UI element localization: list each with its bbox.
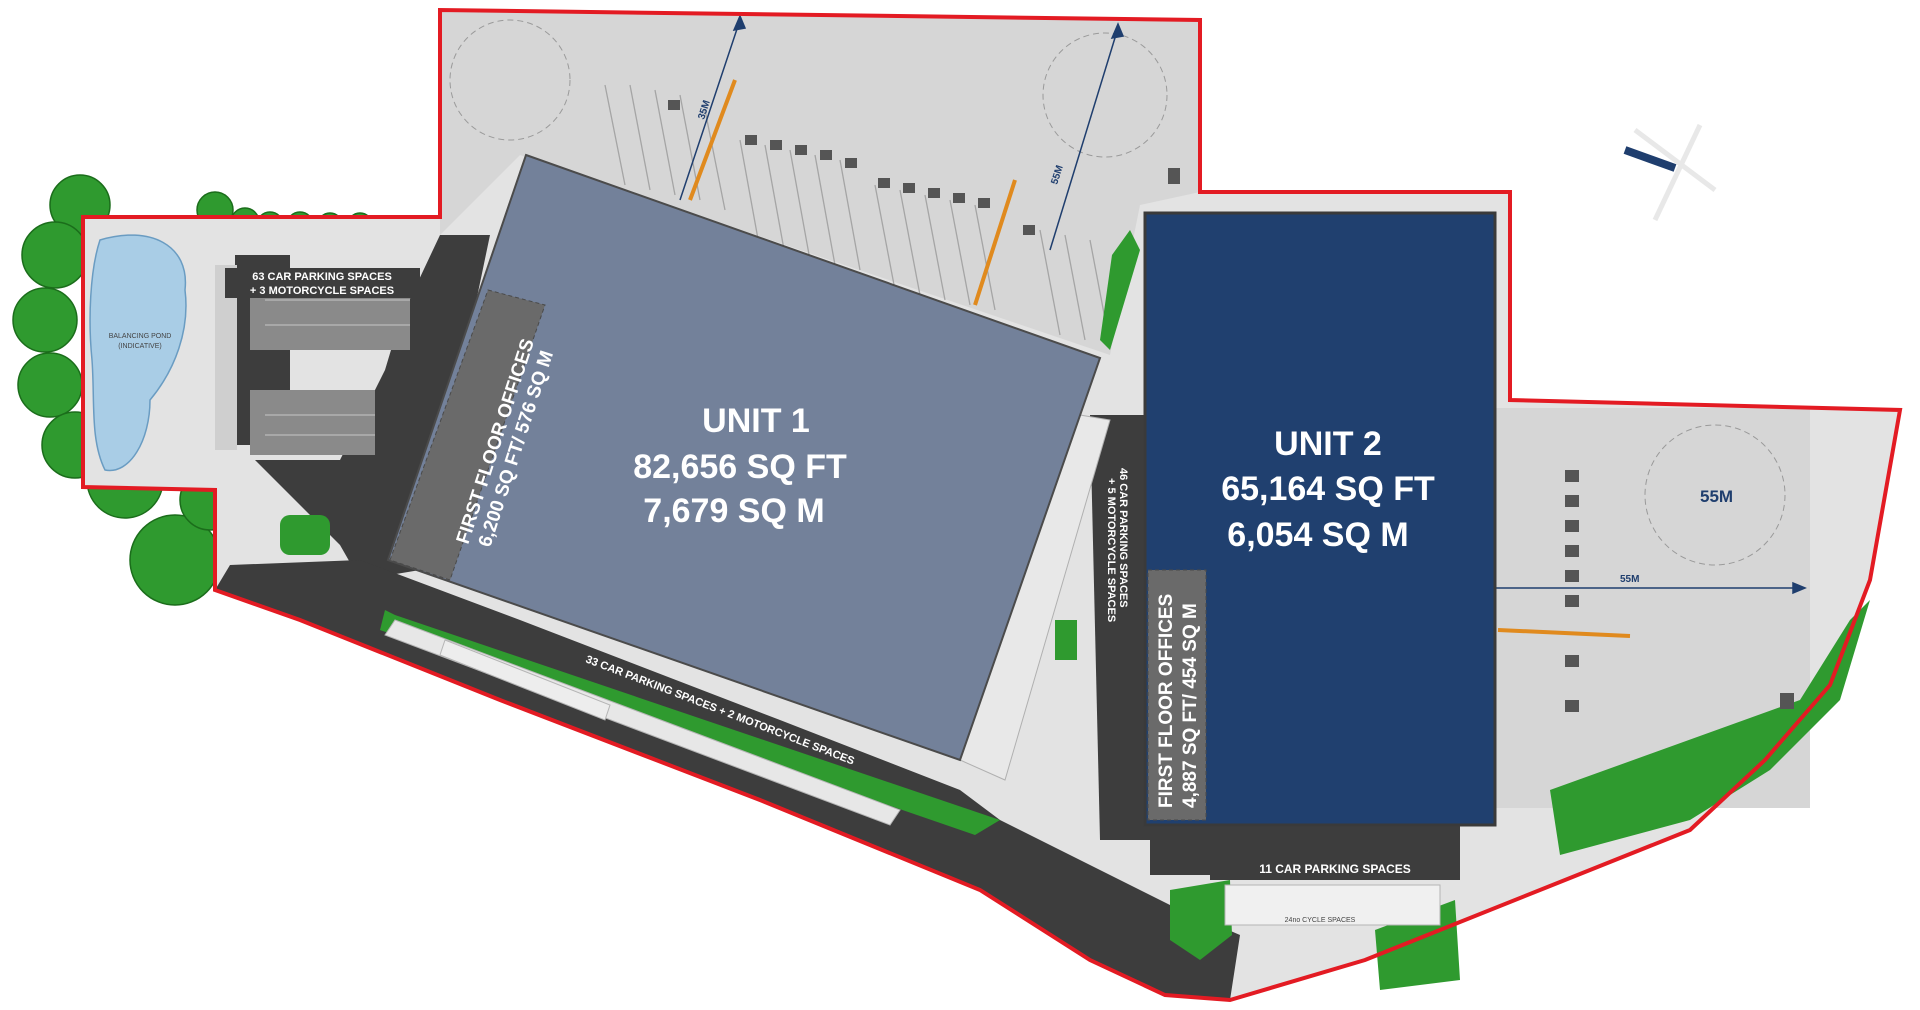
- cycle-label: 24no CYCLE SPACES: [1285, 917, 1356, 924]
- landscape-strip: [280, 230, 1870, 990]
- cycle-shelter: [1224, 884, 1441, 926]
- site-boundary: [81, 7, 1903, 1003]
- yard-depth-55m-unit2: 55M: [1620, 574, 1639, 585]
- unit2-offices-label: FIRST FLOOR OFFICES: [1156, 594, 1177, 808]
- pond-label-line2: (INDICATIVE): [118, 343, 161, 350]
- unit2-offices: [1147, 569, 1207, 821]
- unit2-area-sqm: 6,054 SQ M: [1227, 516, 1408, 554]
- parking-se-label: 11 CAR PARKING SPACES: [1259, 862, 1411, 876]
- turning-radius-label: 55M: [1700, 487, 1733, 506]
- dock-levellers: [688, 79, 1017, 306]
- balancing-pond: [89, 234, 187, 472]
- car-park-south: [384, 619, 901, 826]
- parking-nw-line1: 63 CAR PARKING SPACES: [252, 271, 392, 283]
- parking-middle-line2: + 5 MOTORCYCLE SPACES: [1105, 478, 1117, 622]
- unit2-dock-leveller: [1497, 628, 1631, 638]
- yard-dimension: [679, 14, 1807, 595]
- turning-circle: [1042, 32, 1168, 158]
- unit2-offices-area: 4,887 SQ FT/ 454 SQ M: [1180, 603, 1201, 808]
- turning-circle: [449, 19, 571, 141]
- loading-doors: [668, 100, 1180, 235]
- unit1-area-sqft: 82,656 SQ FT: [633, 448, 847, 486]
- unit2-loading-doors: [1565, 470, 1794, 712]
- pond-label-line1: BALANCING POND: [109, 333, 172, 340]
- unit1-area-sqm: 7,679 SQ M: [643, 492, 824, 530]
- unit1-offices: [389, 289, 546, 581]
- unit1-building: [386, 153, 1102, 762]
- unit2-area-sqft: 65,164 SQ FT: [1221, 470, 1435, 508]
- unit1-name: UNIT 1: [702, 402, 810, 440]
- parking-middle-line1: 46 CAR PARKING SPACES: [1117, 468, 1129, 608]
- parking-se-label-bg: [1210, 858, 1460, 880]
- parking-label-bg-nw: [225, 268, 420, 298]
- parking-nw-line2: + 3 MOTORCYCLE SPACES: [250, 285, 394, 297]
- north-arrow-icon: [1623, 123, 1717, 222]
- turning-circle: [1644, 424, 1786, 566]
- unit2-name: UNIT 2: [1274, 425, 1382, 463]
